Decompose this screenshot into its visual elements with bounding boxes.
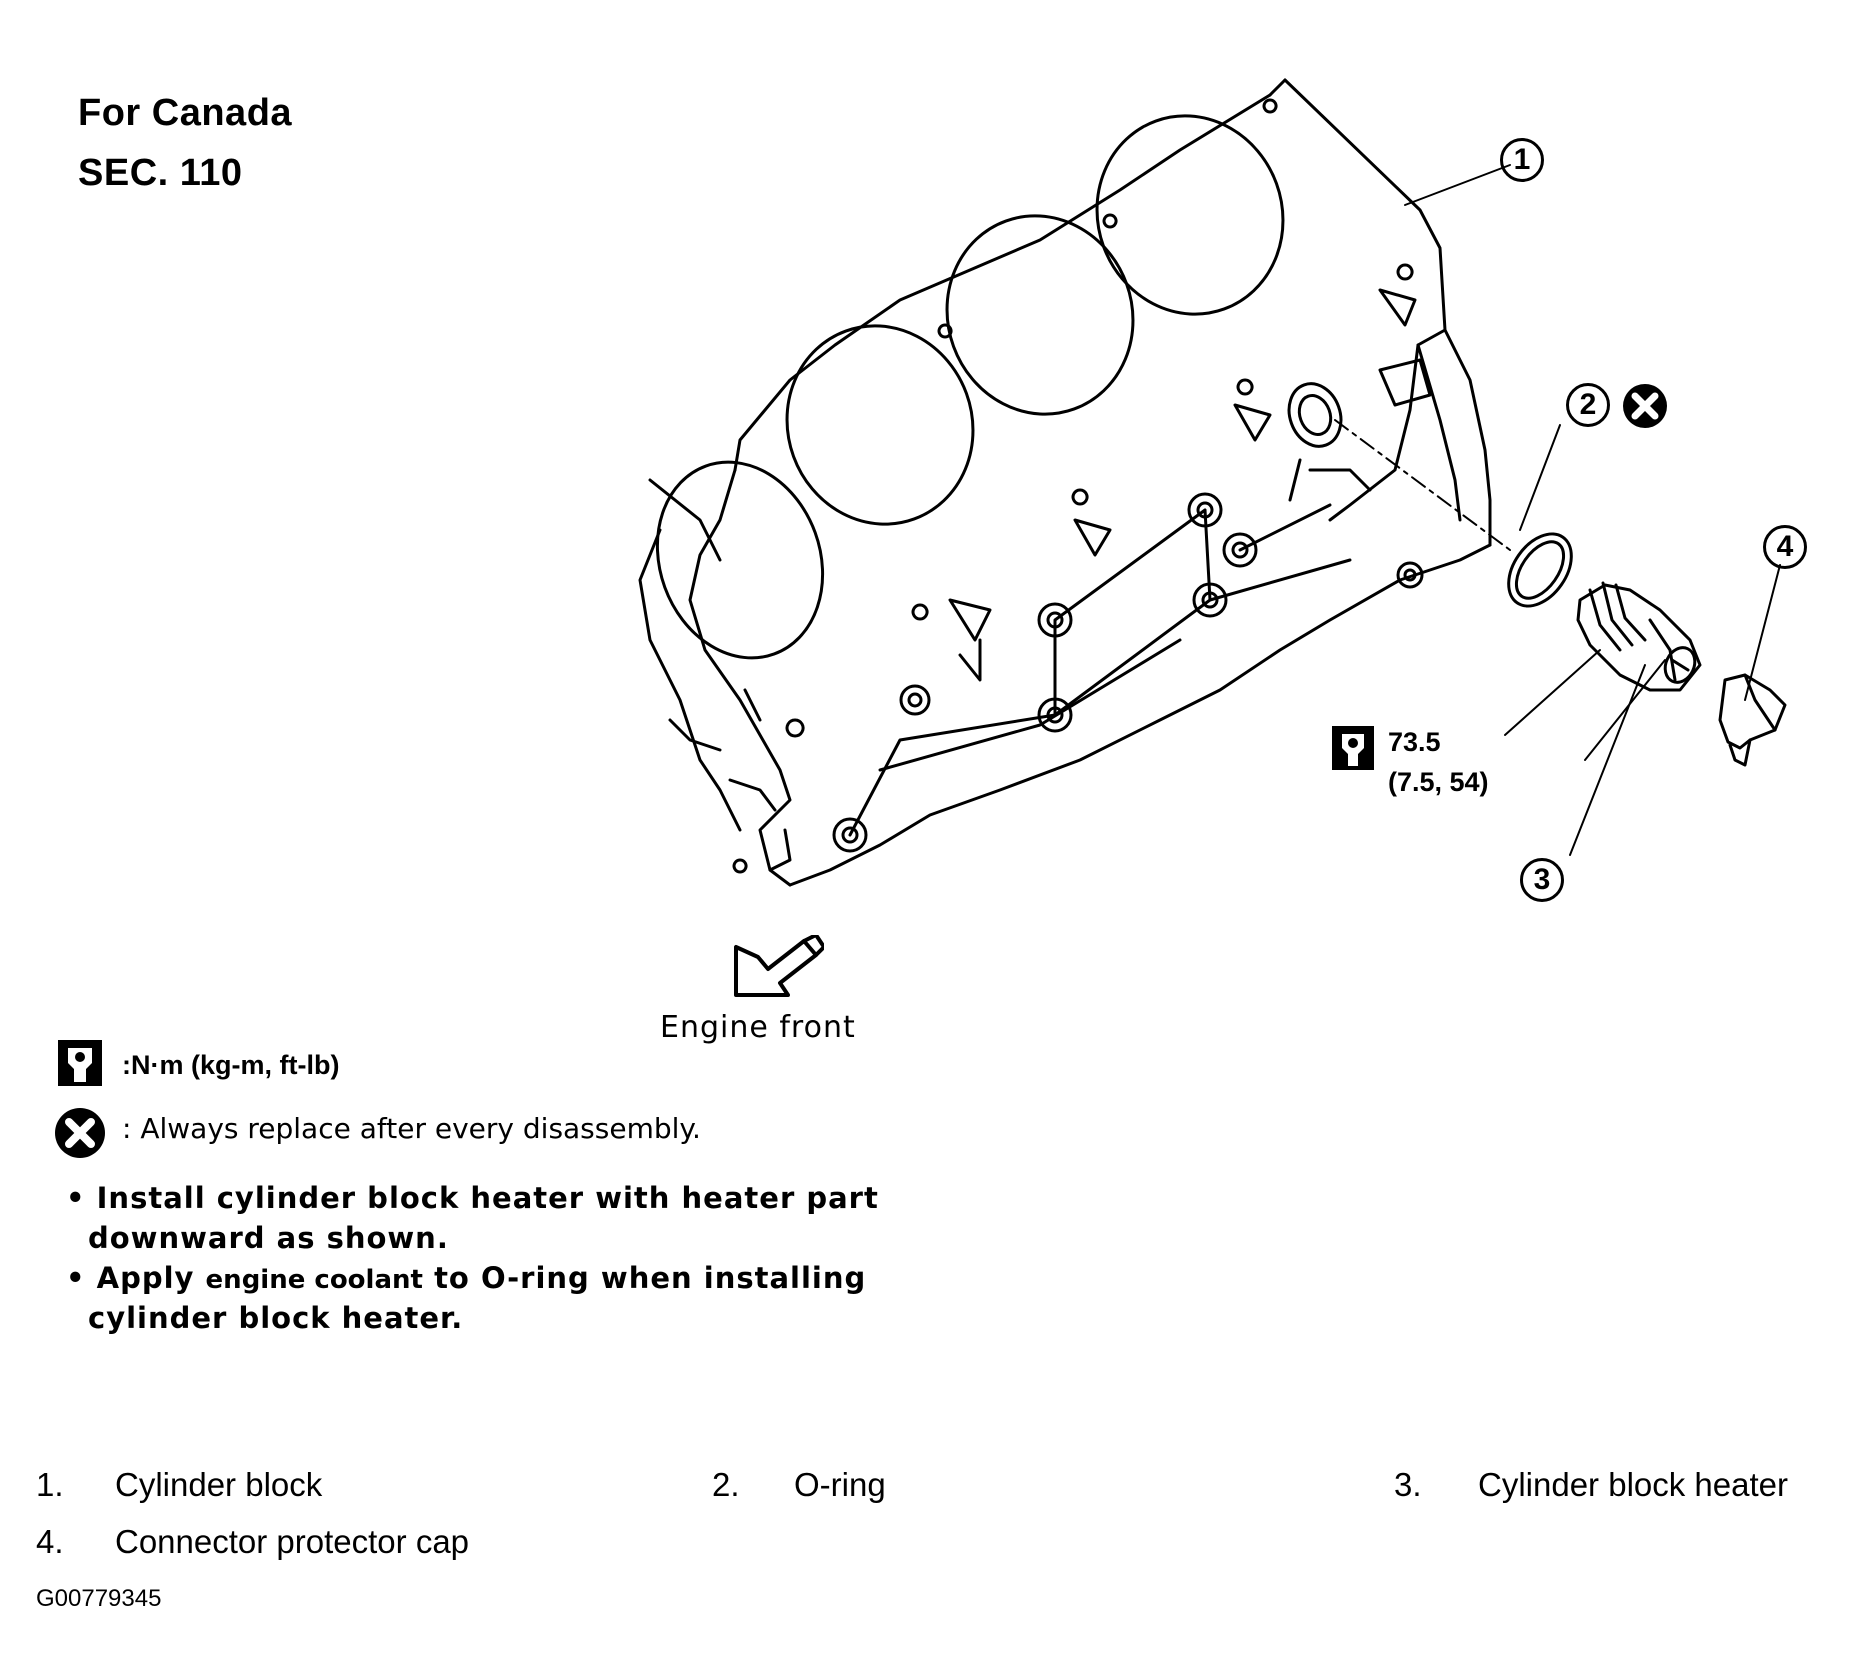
torque-value-sub: (7.5, 54): [1388, 767, 1489, 797]
cylinder-block-drawing: [638, 78, 1492, 887]
callout-4: 4: [1763, 525, 1807, 569]
block-heater-drawing: [1576, 581, 1702, 692]
torque-wrench-icon: [1332, 726, 1374, 770]
callout-3-label: 3: [1533, 863, 1551, 896]
legend-replace-note: : Always replace after every disassembly…: [122, 1112, 701, 1145]
part-4-name: Connector protector cap: [115, 1523, 470, 1560]
legend-torque-units: :N·m (kg-m, ft-lb): [122, 1050, 340, 1080]
note-2-line-1-b: engine coolant: [205, 1265, 423, 1295]
legend-replace-icon: [55, 1108, 105, 1158]
part-1-number: 1.: [36, 1466, 64, 1503]
part-2-name: O-ring: [794, 1466, 886, 1503]
figure-id: G00779345: [36, 1585, 162, 1612]
note-2-line-1-c: to O-ring when installing: [434, 1261, 867, 1295]
note-2-line-1: • Apply engine coolant to O-ring when in…: [66, 1258, 866, 1300]
callout-3: 3: [1520, 858, 1564, 902]
note-1-line-1: • Install cylinder block heater with hea…: [66, 1181, 879, 1215]
engine-front-label: Engine front: [660, 1010, 856, 1045]
part-3-number: 3.: [1394, 1466, 1422, 1503]
part-1-name: Cylinder block: [115, 1466, 323, 1503]
part-2-number: 2.: [712, 1466, 740, 1503]
region-heading: For Canada: [78, 92, 293, 134]
note-2-line-1-a: • Apply: [66, 1261, 195, 1295]
callout-1: 1: [1500, 138, 1544, 182]
torque-value: 73.5: [1388, 727, 1441, 757]
section-heading: SEC. 110: [78, 152, 243, 194]
engine-front-arrow-icon: [734, 935, 824, 997]
part-3-name: Cylinder block heater: [1478, 1466, 1788, 1503]
note-1-line-2: downward as shown.: [88, 1221, 449, 1255]
connector-cap-drawing: [1718, 673, 1787, 767]
note-2-line-2: cylinder block heater.: [88, 1301, 464, 1335]
replace-x-icon: [1623, 384, 1667, 428]
callout-2: 2: [1566, 383, 1610, 427]
legend-torque-icon: [58, 1040, 102, 1086]
callout-4-label: 4: [1776, 530, 1794, 563]
part-4-number: 4.: [36, 1523, 64, 1560]
o-ring-drawing: [1507, 532, 1573, 608]
callout-2-label: 2: [1579, 388, 1597, 421]
callout-1-label: 1: [1513, 143, 1531, 176]
